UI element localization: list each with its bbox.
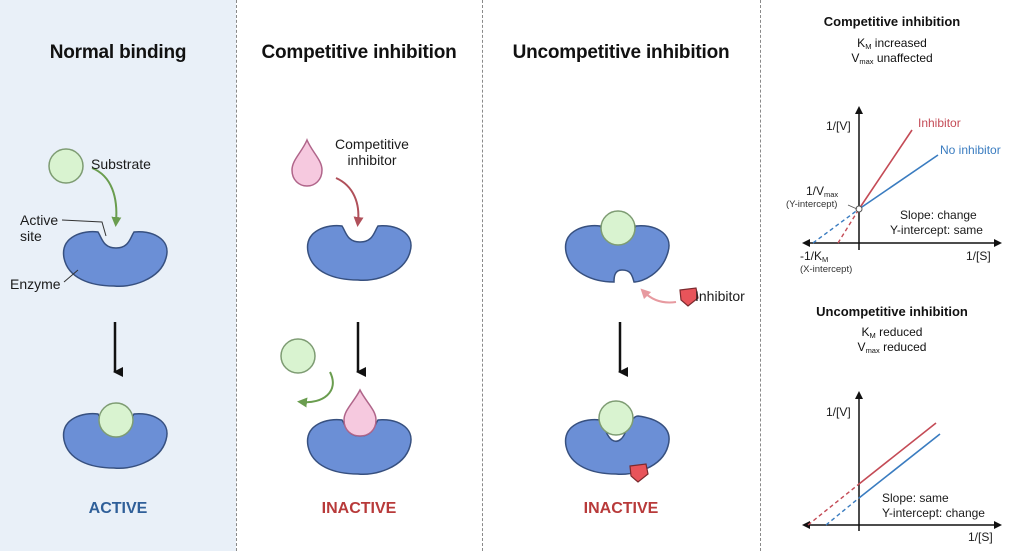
competitive-inhibitor-bound [343, 388, 377, 437]
active-site-leader [61, 219, 107, 237]
no-inhibitor-line [858, 154, 939, 210]
panel-title: Competitive inhibition [261, 42, 457, 63]
slope-note: Slope: same [882, 491, 949, 505]
y-intercept-leader [847, 204, 858, 210]
y-intercept-label: 1/Vmax [806, 184, 839, 200]
panel-title: Normal binding [49, 42, 187, 63]
km-change-uncompetitive: KM reduced [861, 325, 923, 340]
graph-title-uncompetitive: Uncompetitive inhibition [816, 304, 968, 319]
panel-title: Uncompetitive inhibition [512, 42, 730, 63]
enzyme-leader [63, 269, 79, 283]
slope-note: Slope: change [900, 208, 977, 222]
normal-binding-illustration [48, 148, 168, 470]
inhibitor-line-extrapolated [837, 208, 860, 244]
y-intercept-point [855, 205, 863, 213]
panel-uncompetitive-inhibition: Uncompetitive inhibition Inhibitor INACT… [482, 0, 760, 551]
enzyme-bound [62, 412, 168, 470]
x-intercept-note: (X-intercept) [800, 264, 853, 275]
no-inhibitor-line-extrapolated [825, 497, 860, 526]
uncompetitive-inhibition-illustration [564, 210, 699, 483]
divider [482, 0, 483, 551]
panel-normal-binding: Normal binding Substrate Active site Enz… [0, 0, 236, 551]
divider [760, 0, 761, 551]
competitive-inhibitor [291, 138, 323, 187]
y-axis-label: 1/[V] [826, 405, 851, 419]
y-intercept-note: (Y-intercept) [786, 199, 838, 210]
status-inactive: INACTIVE [321, 500, 397, 517]
x-axis-label: 1/[S] [968, 530, 993, 544]
intercept-note: Y-intercept: change [882, 506, 985, 520]
vmax-change-competitive: Vmax unaffected [851, 51, 933, 66]
x-axis-label: 1/[S] [966, 249, 991, 263]
no-inhibitor-line [858, 433, 941, 499]
status-active: ACTIVE [88, 500, 148, 517]
vmax-change-uncompetitive: Vmax reduced [857, 340, 927, 355]
substrate-trapped [598, 400, 634, 436]
enzyme [62, 230, 168, 288]
no-inhibitor-line-extrapolated [812, 208, 860, 244]
enzyme [306, 224, 412, 282]
km-change-competitive: KM increased [857, 36, 927, 51]
binding-arrow [91, 167, 122, 227]
uncompetitive-inhibitor [679, 287, 699, 307]
substrate [280, 338, 316, 374]
inhibitor-line-label: Inhibitor [918, 116, 961, 130]
inhibitor-label: Inhibitor [695, 288, 745, 304]
x-intercept-label: -1/KM [800, 249, 829, 265]
competitive-inhibition-illustration [280, 138, 412, 476]
displaced-arrow [297, 371, 334, 408]
divider [236, 0, 237, 551]
competitive-inhibitor-label: Competitive inhibitor [335, 136, 409, 168]
substrate [600, 210, 636, 246]
panel-graphs: Competitive inhibition KM increased Vmax… [760, 0, 1024, 551]
enzyme-label: Enzyme [10, 276, 61, 292]
uncompetitive-inhibitor-bound [629, 463, 649, 483]
intercept-note: Y-intercept: same [890, 223, 983, 237]
enzyme-inhibited [306, 418, 412, 476]
active-site-label: Active site [20, 212, 59, 244]
panel-competitive-inhibition: Competitive inhibition Competitive inhib… [236, 0, 482, 551]
lineweaver-burk-plots [802, 106, 1002, 531]
status-inactive: INACTIVE [583, 500, 659, 517]
substrate-label: Substrate [91, 156, 151, 172]
graph-title-competitive: Competitive inhibition [823, 14, 961, 29]
inhibitor-arrow [335, 177, 364, 227]
inhibitor-line [858, 129, 913, 210]
inhibitor-line-extrapolated [807, 483, 860, 526]
substrate [48, 148, 84, 184]
y-axis-label: 1/[V] [826, 119, 851, 133]
inhibitor-line [858, 422, 937, 485]
inhibitor-arrow [640, 288, 677, 304]
substrate-bound [98, 402, 134, 438]
no-inhibitor-line-label: No inhibitor [940, 143, 1001, 157]
